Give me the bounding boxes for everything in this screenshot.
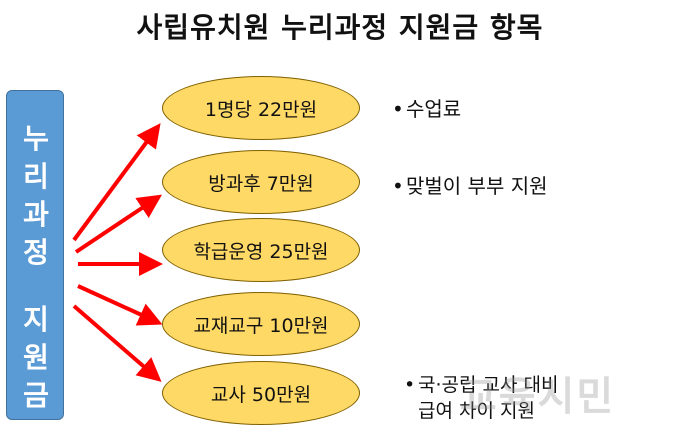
arrow-to-item-5	[72, 304, 162, 382]
item-ellipse-2: 방과후 7만원	[162, 150, 360, 214]
side-char: 원	[23, 341, 49, 374]
side-char: 누	[23, 122, 49, 155]
item-ellipse-3: 학급운영 25만원	[162, 218, 360, 282]
side-char: 지	[23, 303, 49, 336]
arrow-to-item-4	[77, 284, 163, 326]
bullet-dot: •	[392, 97, 404, 121]
arrow-to-item-1	[72, 123, 161, 242]
watermark-logo: 교육시민	[460, 374, 616, 420]
side-char: 정	[23, 236, 49, 269]
item-ellipse-5: 교사 50만원	[162, 361, 360, 425]
note-teacher-line2: 급여 차이 지원	[418, 400, 535, 422]
side-char: 금	[23, 379, 49, 412]
item-ellipse-4: 교재교구 10만원	[162, 292, 360, 356]
arrow-to-item-2	[74, 194, 162, 254]
note-tuition: •수업료	[392, 93, 461, 122]
item-ellipse-1: 1명당 22만원	[162, 76, 360, 140]
note-text: 수업료	[406, 97, 462, 121]
note-dual-income: •맞벌이 부부 지원	[392, 170, 548, 199]
bullet-dot: •	[404, 374, 416, 396]
note-teacher-line1: •국·공립 교사 대비	[404, 370, 558, 397]
bullet-dot: •	[392, 174, 404, 198]
side-label-box: 누 리 과 정 지 원 금	[6, 90, 64, 420]
side-char: 과	[23, 198, 49, 231]
side-char: 리	[23, 160, 49, 193]
note-text: 맞벌이 부부 지원	[406, 174, 548, 198]
diagram-title: 사립유치원 누리과정 지원금 항목	[136, 11, 544, 44]
note-text: 국·공립 교사 대비	[418, 374, 559, 396]
